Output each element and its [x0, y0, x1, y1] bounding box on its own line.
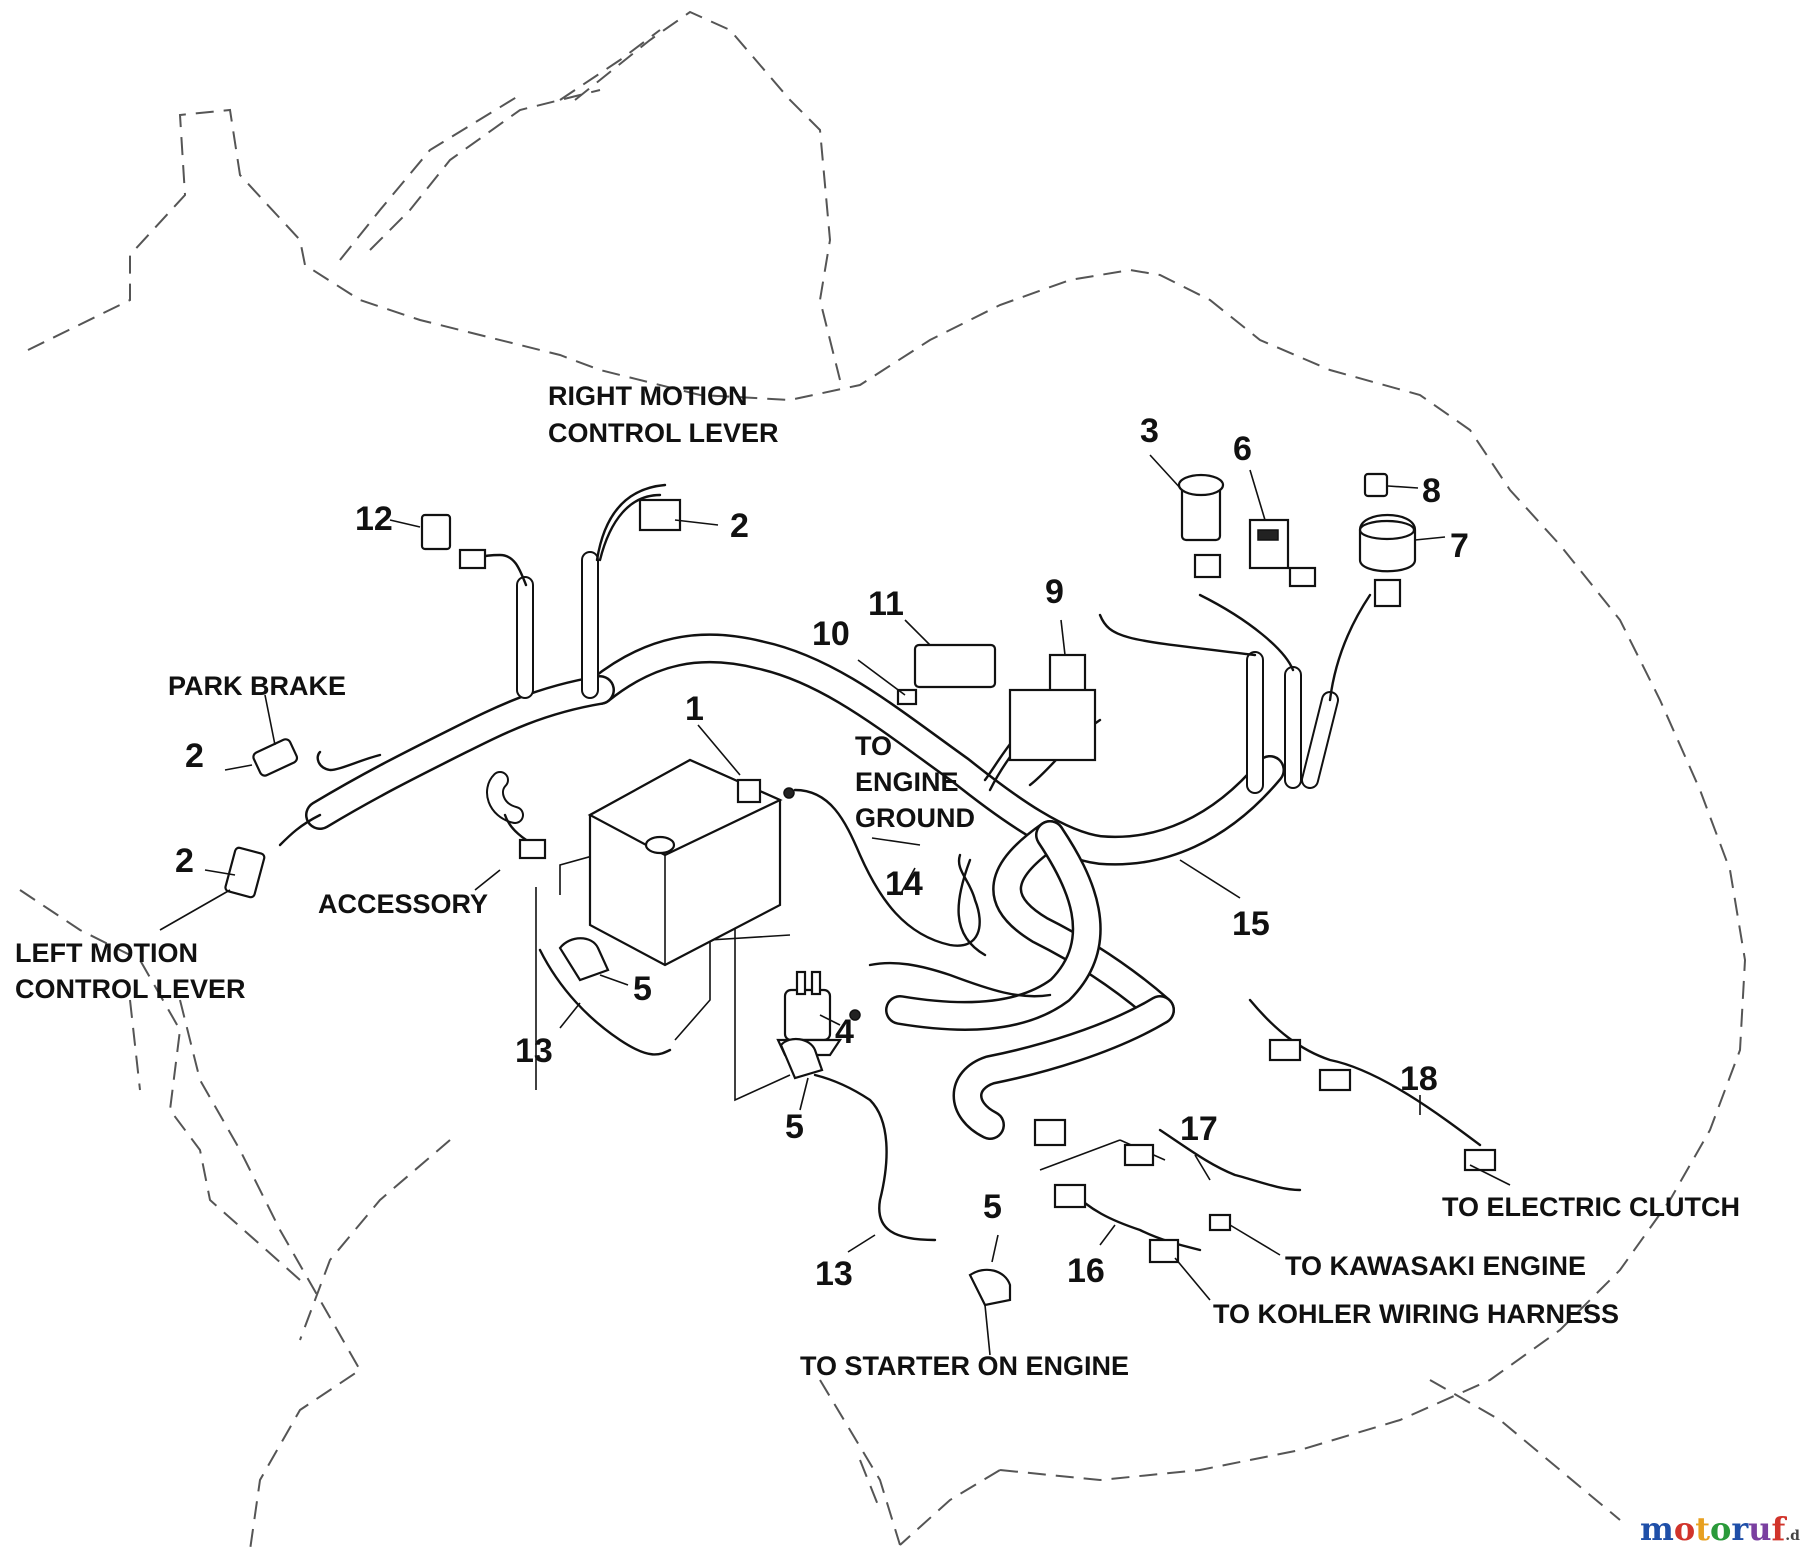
- clutch-connector-c: [1463, 1148, 1497, 1172]
- callout-14: 14: [885, 865, 923, 903]
- callout-16: 16: [1067, 1252, 1105, 1290]
- callout-12: 12: [355, 500, 393, 538]
- label-right-motion-control: CONTROL LEVER: [548, 418, 779, 448]
- callout-8: 8: [1422, 472, 1441, 510]
- left-lever-switch: [224, 846, 266, 899]
- watermark-letter: o: [1710, 1510, 1731, 1548]
- harness-connector-16a: [1033, 1118, 1067, 1147]
- watermark-letter: t: [1695, 1510, 1710, 1548]
- leader-lines: [159, 454, 1511, 1356]
- callout-11: 11: [868, 585, 904, 623]
- ignition-key: [1363, 472, 1389, 498]
- watermark-letter: o: [1674, 1510, 1695, 1548]
- label-accessory: ACCESSORY: [318, 889, 488, 919]
- callout-9: 9: [1045, 573, 1064, 611]
- callout-5-starter: 5: [983, 1188, 1002, 1226]
- callout-13-battery: 13: [515, 1032, 553, 1070]
- watermark-letter: u: [1748, 1510, 1771, 1548]
- fuse-holder: [913, 643, 997, 689]
- hour-meter: [1248, 518, 1290, 570]
- callout-7: 7: [1450, 527, 1469, 565]
- connector-6: [1288, 566, 1317, 588]
- watermark-letter: f: [1771, 1510, 1787, 1548]
- fuse-block: [1008, 688, 1097, 762]
- callout-5-solenoid: 5: [785, 1108, 804, 1146]
- accessory-connector: [518, 838, 547, 860]
- kawasaki-connector: [1123, 1143, 1155, 1167]
- label-kawasaki: TO KAWASAKI ENGINE: [1285, 1251, 1586, 1281]
- connector-3: [1193, 553, 1222, 579]
- callout-6: 6: [1233, 430, 1252, 468]
- battery: [587, 758, 795, 967]
- callout-4: 4: [835, 1013, 854, 1051]
- connector-7: [1373, 578, 1402, 608]
- label-kohler: TO KOHLER WIRING HARNESS: [1213, 1299, 1619, 1329]
- label-park-brake: PARK BRAKE: [168, 671, 346, 701]
- kawasaki-terminal: [1208, 1213, 1232, 1232]
- right-lever-switch: [638, 498, 682, 532]
- label-electric-clutch: TO ELECTRIC CLUTCH: [1442, 1192, 1740, 1222]
- callout-5-battery: 5: [633, 970, 652, 1008]
- callout-3: 3: [1140, 412, 1159, 450]
- watermark-letter: r: [1731, 1510, 1749, 1548]
- label-starter: TO STARTER ON ENGINE: [800, 1351, 1129, 1381]
- label-left-motion: LEFT MOTION: [15, 938, 198, 968]
- harness-connectors: [1033, 553, 1497, 1264]
- clutch-connector-a: [1268, 1038, 1302, 1062]
- mower-body-outline: [19, 10, 1747, 1551]
- text-labels: RIGHT MOTION CONTROL LEVER PARK BRAKE LE…: [15, 381, 1740, 1381]
- harness-connector-16b: [1053, 1183, 1087, 1209]
- callout-10: 10: [812, 615, 850, 653]
- main-harness-loom: [305, 633, 1285, 1140]
- clutch-connector-b: [1318, 1068, 1352, 1092]
- callout-2-right: 2: [730, 507, 749, 545]
- callout-2-left: 2: [175, 842, 194, 880]
- callout-numbers: 1 2 2 2 3 4 5 5 5 6 7 8 9 10 11 12 13 13…: [175, 412, 1469, 1293]
- connector-12: [458, 548, 487, 570]
- callout-2-park: 2: [185, 737, 204, 775]
- callout-1: 1: [685, 690, 704, 728]
- label-engine-ground-ground: GROUND: [855, 803, 975, 833]
- label-right-motion: RIGHT MOTION: [548, 381, 747, 411]
- watermark-suffix: .de: [1785, 1528, 1800, 1544]
- callout-17: 17: [1180, 1110, 1218, 1148]
- callout-15: 15: [1232, 905, 1270, 943]
- cable-boots: [558, 937, 1012, 1307]
- site-watermark: motoruf.de: [1640, 1510, 1800, 1548]
- label-left-motion-control: CONTROL LEVER: [15, 974, 246, 1004]
- dash-controls: [224, 472, 1417, 899]
- callout-18: 18: [1400, 1060, 1438, 1098]
- label-engine-ground-engine: ENGINE: [855, 767, 959, 797]
- park-brake-switch: [252, 738, 299, 777]
- branch-sleeves: [486, 551, 1339, 824]
- watermark-letter: m: [1640, 1510, 1674, 1548]
- label-engine-ground-to: TO: [855, 731, 892, 761]
- callout-13-starter: 13: [815, 1255, 853, 1293]
- kohler-connector: [1148, 1238, 1180, 1264]
- switch-12: [420, 513, 452, 551]
